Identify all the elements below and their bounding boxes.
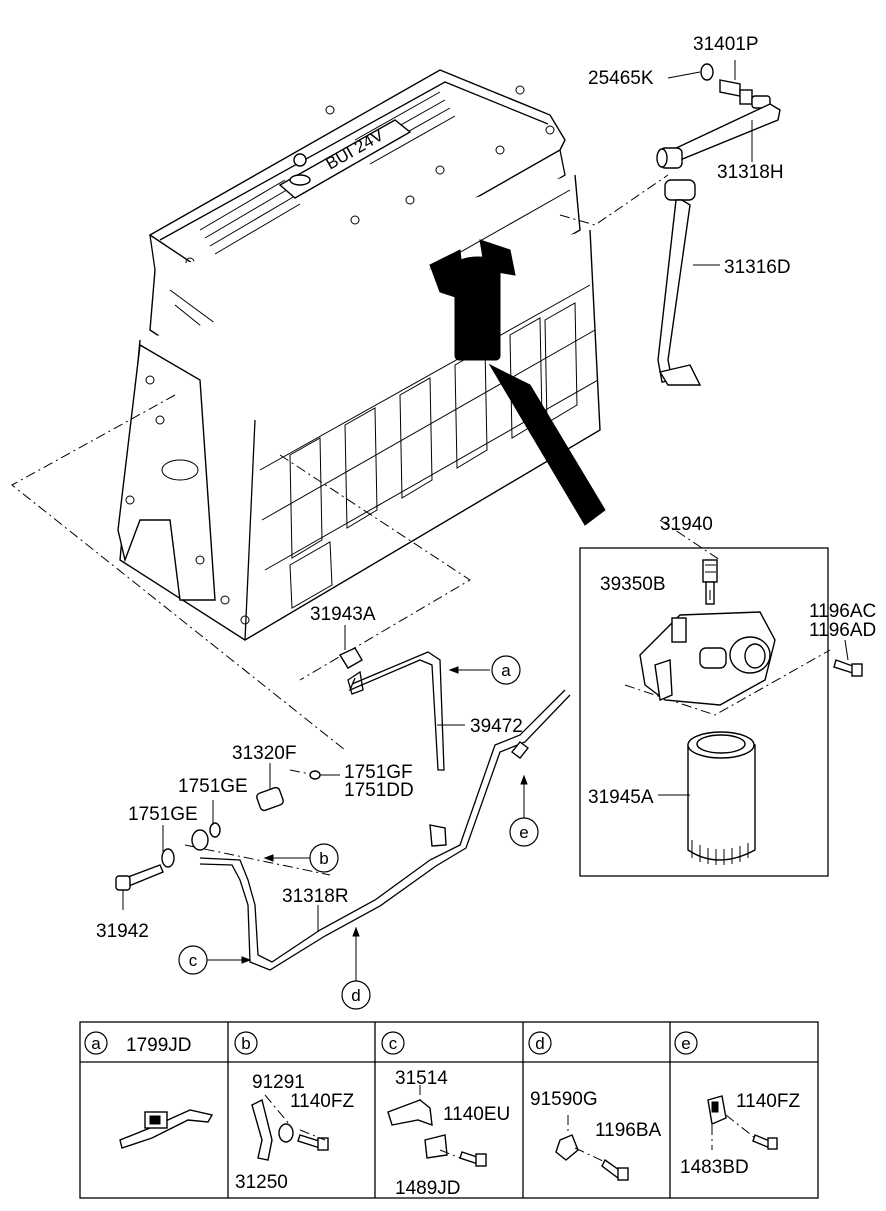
callout-b-letter: b [319, 849, 328, 868]
table-col-e-letter: e [681, 1034, 690, 1053]
table-col-a-part: 1799JD [126, 1035, 192, 1056]
table-col-e-part-2: 1483BD [680, 1157, 749, 1178]
label-1751GF: 1751GF [344, 762, 413, 783]
table-col-a: a 1799JD [84, 1031, 214, 1149]
table-col-b-letter: b [241, 1034, 250, 1053]
label-31318H: 31318H [717, 162, 784, 183]
callout-a-letter: a [501, 661, 511, 680]
label-1751GE-lower: 1751GE [128, 804, 198, 825]
callout-d-letter: d [351, 986, 360, 1005]
table-col-d-part-2: 1196BA [595, 1120, 662, 1141]
filter-housing-installed [429, 239, 606, 526]
table-col-d: d 91590G 1196BA [528, 1031, 662, 1181]
label-31942: 31942 [96, 921, 149, 942]
label-25465K: 25465K [588, 68, 654, 89]
label-1751GE-upper: 1751GE [178, 776, 248, 797]
lower-pipes [115, 647, 571, 971]
clip-table: a 1799JD b 91291 1140FZ 31250 c 31514 11… [79, 1021, 819, 1199]
table-col-c: c 31514 1140EU 1489JD [381, 1031, 510, 1199]
label-31316D: 31316D [724, 257, 791, 278]
table-col-b-part-1: 91291 [252, 1072, 305, 1093]
table-col-c-letter: c [389, 1034, 398, 1053]
label-39472: 39472 [470, 716, 523, 737]
filter-module-box [579, 547, 829, 877]
label-31940: 31940 [660, 514, 713, 535]
callout-a: a [491, 655, 521, 685]
filter-module-parts [639, 559, 863, 865]
callout-e: e [509, 817, 539, 847]
table-col-b-part-2: 1140FZ [290, 1091, 354, 1112]
table-col-c-part-2: 1140EU [443, 1104, 510, 1125]
table-col-d-letter: d [535, 1034, 544, 1053]
table-col-d-part-1: 91590G [530, 1089, 598, 1110]
callout-d: d [341, 980, 371, 1010]
callout-c-letter: c [189, 951, 198, 970]
label-1196AC: 1196AC [809, 601, 876, 622]
label-1196AD: 1196AD [809, 620, 876, 641]
label-31943A: 31943A [310, 604, 376, 625]
table-col-a-letter: a [91, 1034, 101, 1053]
label-31318R: 31318R [282, 886, 349, 907]
upper-pipe [656, 63, 781, 386]
table-col-c-part-1: 31514 [395, 1068, 448, 1089]
label-1751DD: 1751DD [344, 780, 414, 801]
leader-lines [122, 60, 849, 982]
table-col-b-part-3: 31250 [235, 1172, 288, 1193]
callout-b: b [309, 843, 339, 873]
engine-block: BUI 24V [117, 69, 601, 641]
table-col-e-part-1: 1140FZ [736, 1091, 800, 1112]
label-31320F: 31320F [232, 743, 296, 764]
table-col-c-part-3: 1489JD [395, 1178, 461, 1199]
label-31945A: 31945A [588, 787, 654, 808]
part-labels: 31401P 25465K 31318H 31316D 31940 39350B… [96, 34, 876, 942]
label-31401P: 31401P [693, 34, 759, 55]
callout-e-letter: e [519, 823, 528, 842]
label-39350B: 39350B [600, 574, 666, 595]
callout-c: c [178, 945, 208, 975]
table-col-e: e 1140FZ 1483BD [674, 1031, 800, 1178]
table-col-b: b 91291 1140FZ 31250 [234, 1031, 354, 1193]
